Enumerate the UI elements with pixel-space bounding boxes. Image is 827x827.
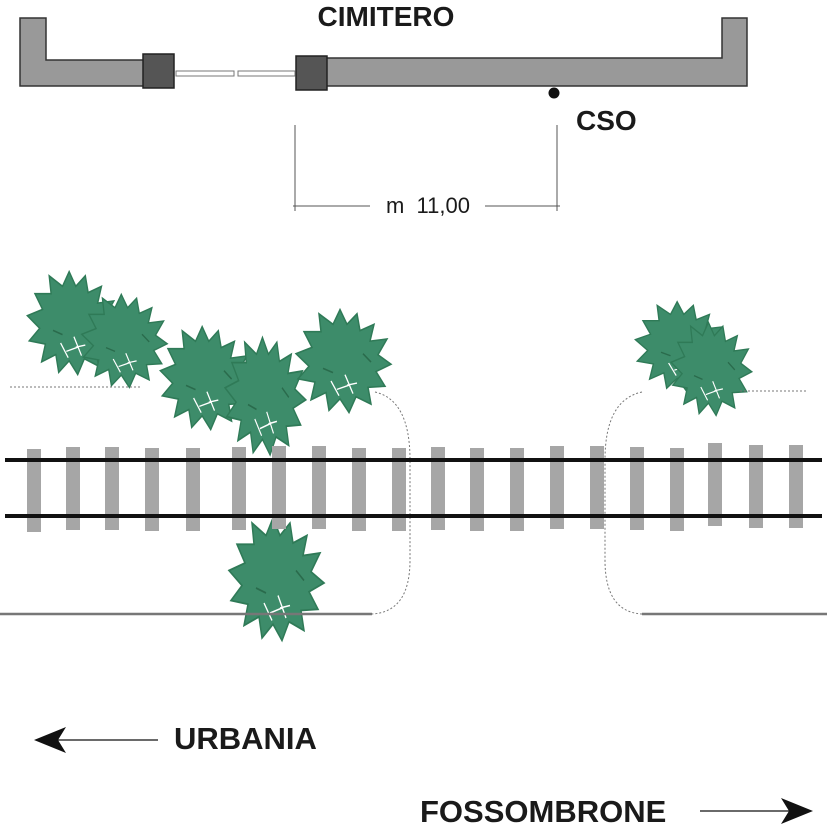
- cso-point-icon: [548, 87, 560, 99]
- gate-post-left: [142, 53, 175, 89]
- cemetery-wall: [19, 17, 748, 91]
- road-edges: [0, 386, 827, 616]
- bush-icon: [228, 517, 325, 642]
- gate-post-right: [295, 55, 328, 91]
- bush-icon: [295, 308, 392, 414]
- gate-leaf-right: [237, 70, 296, 77]
- urbania-label: URBANIA: [174, 721, 317, 756]
- cso-label: CSO: [576, 105, 637, 136]
- rail-top: [5, 458, 822, 462]
- cemetery-label: CIMITERO: [318, 1, 455, 32]
- sleepers: [27, 443, 803, 532]
- bush-icon: [224, 336, 307, 456]
- railway-track: [5, 443, 822, 532]
- arrow-left-icon: [34, 727, 158, 753]
- distance-label: m 11,00: [386, 193, 470, 218]
- dimension-line: [293, 125, 560, 211]
- wall-left-segment: [19, 17, 146, 87]
- rail-bottom: [5, 514, 822, 518]
- arrow-right-icon: [700, 798, 813, 824]
- fossombrone-label: FOSSOMBRONE: [420, 794, 666, 827]
- gate-leaf-left: [175, 70, 235, 77]
